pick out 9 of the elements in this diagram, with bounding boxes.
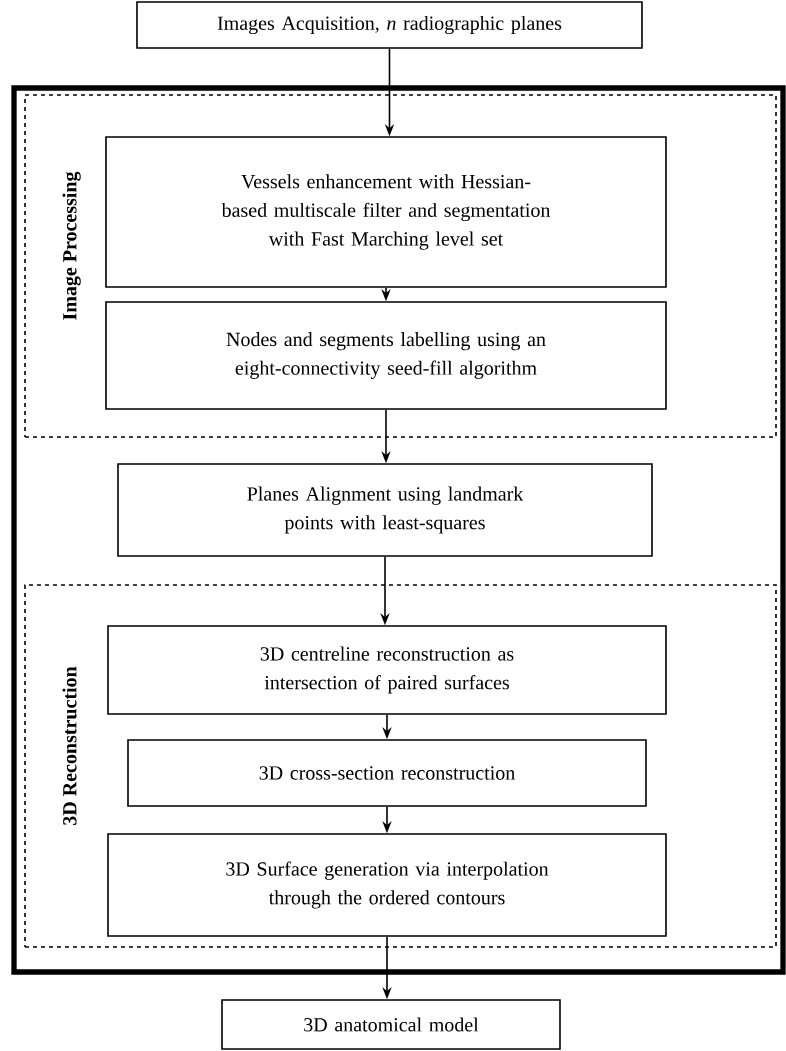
process-box: 3D centreline reconstruction as intersection of paired surfaces (107, 625, 667, 715)
process-box: Images Acquisition, n radiographic planes (136, 1, 643, 49)
process-box: 3D Surface generation via interpolation through the ordered contours (107, 833, 667, 937)
outer-frame (11, 85, 786, 975)
process-box: Nodes and segments labelling using an eight-connectivity seed-fill algorithm (105, 301, 667, 410)
process-box: 3D cross-section reconstruction (127, 739, 647, 807)
process-box: 3D anatomical model (221, 999, 561, 1050)
process-box: Vessels enhancement with Hessian-based multiscale filter and segmentation with Fast Marching level set (105, 136, 667, 288)
process-box: Planes Alignment using landmark points with least-squares (117, 463, 653, 557)
